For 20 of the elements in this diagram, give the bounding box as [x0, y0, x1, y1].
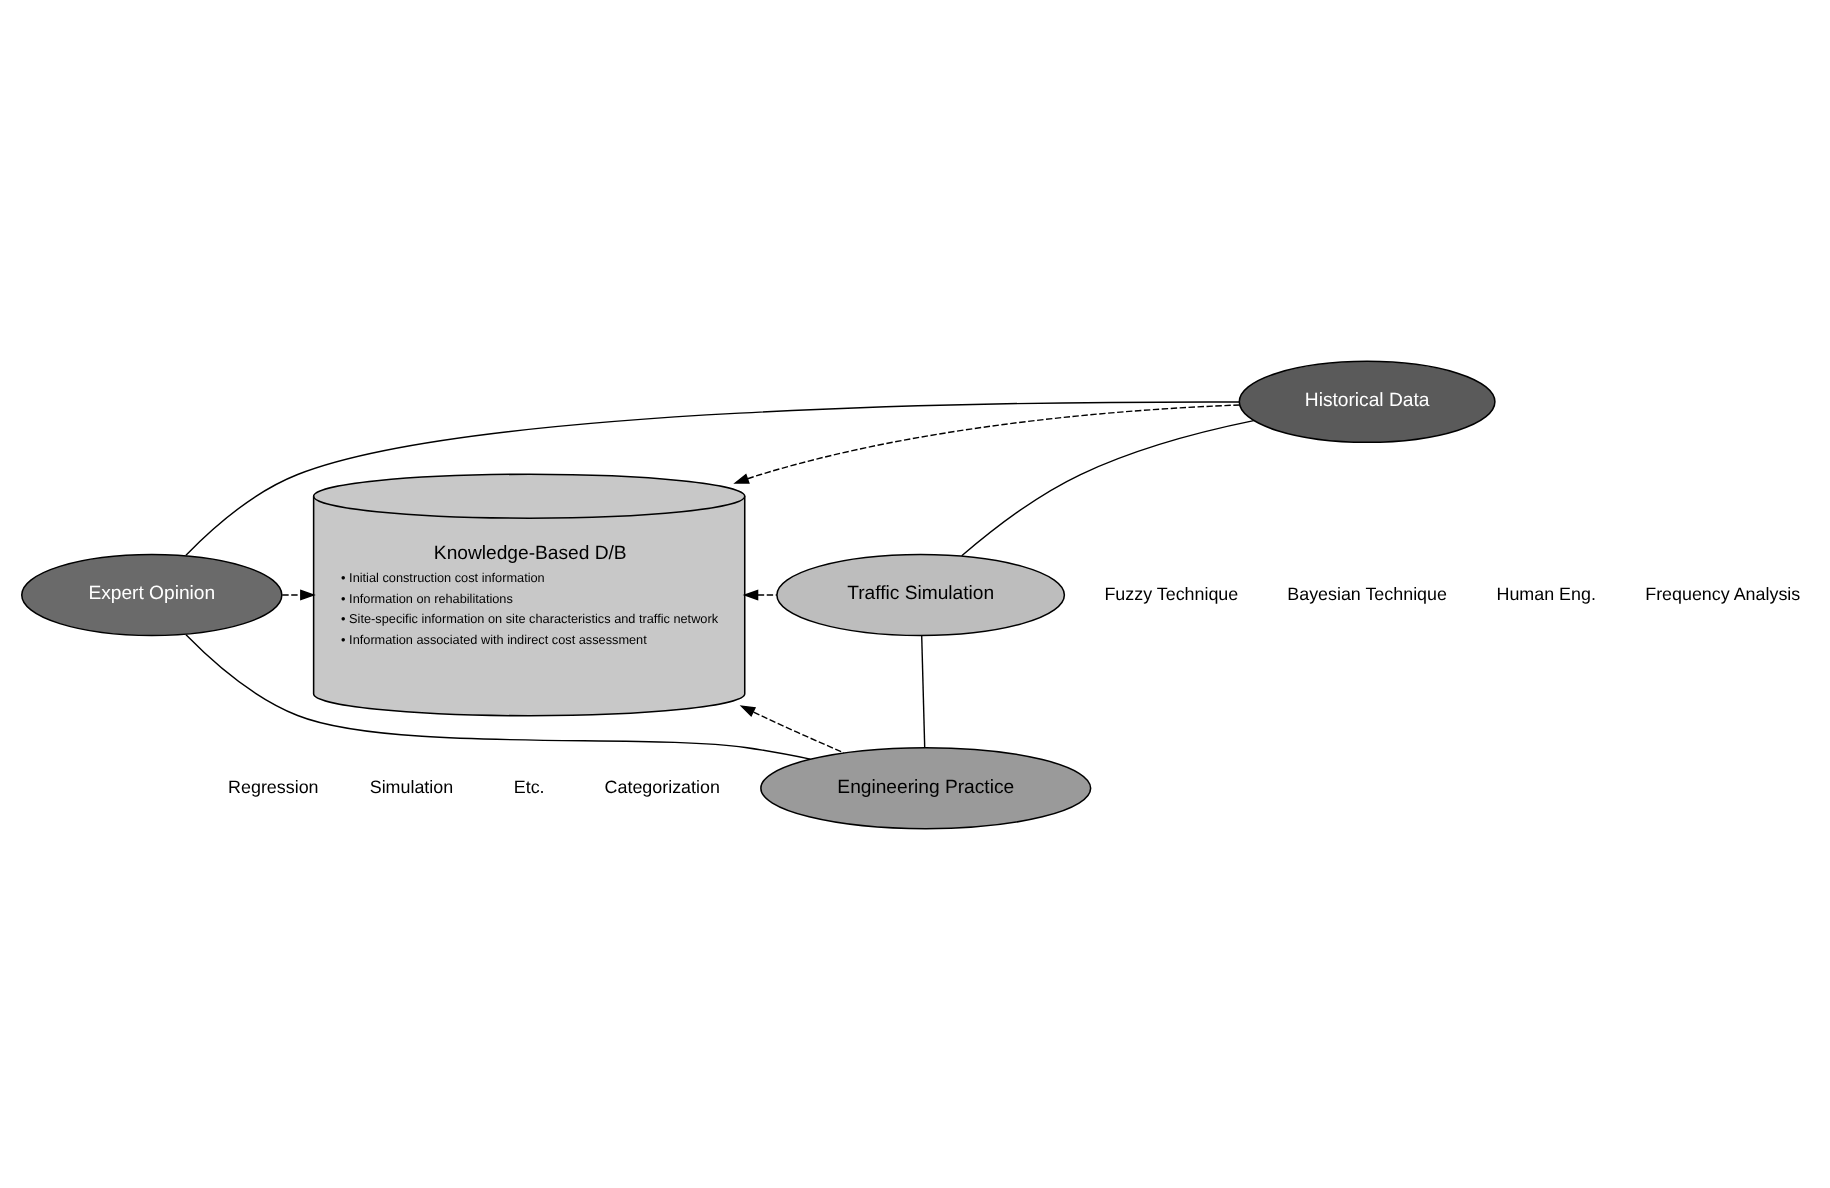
connector — [961, 418, 1255, 556]
label: Bayesian Technique — [1287, 582, 1447, 603]
node-ellipse: Expert Opinion — [21, 552, 283, 636]
arrow — [281, 588, 316, 600]
label: Fuzzy Technique — [1104, 582, 1239, 603]
label: Frequency Analysis — [1645, 582, 1801, 603]
label: Etc. — [513, 775, 545, 796]
arrow — [742, 588, 778, 600]
node-ellipse: Engineering Practice — [760, 745, 1092, 829]
node-ellipse: Historical Data — [1238, 359, 1496, 443]
label: Simulation — [369, 775, 454, 796]
arrow — [733, 403, 1241, 483]
connector — [921, 634, 926, 748]
connector — [185, 633, 811, 759]
label: Human Eng. — [1496, 582, 1596, 603]
label: Categorization — [604, 775, 720, 796]
label: Regression — [228, 775, 319, 796]
node-ellipse: Traffic Simulation — [776, 552, 1066, 636]
connector — [185, 400, 1241, 555]
arrow — [739, 704, 845, 753]
